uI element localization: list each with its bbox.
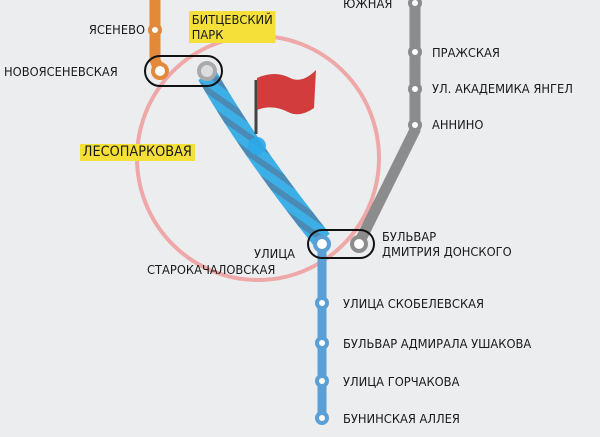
station-skobelevskaya <box>315 296 329 310</box>
transfer-novoyasenevskaya <box>144 55 223 87</box>
label-yasenevo: ЯСЕНЕВО <box>88 22 145 37</box>
station-lesoparkovaya <box>248 137 266 155</box>
label-dmitriya-donskogo-line1: БУЛЬВАР <box>382 229 437 244</box>
transfer-dmitriya-donskogo <box>307 229 375 259</box>
label-skobelevskaya: УЛИЦА СКОБЕЛЕВСКАЯ <box>343 296 484 311</box>
station-yasenevo <box>148 23 162 37</box>
label-akademika-yangelya: УЛ. АКАДЕМИКА ЯНГЕЛ <box>432 81 573 96</box>
station-markers <box>148 0 422 425</box>
label-gorchakova: УЛИЦА ГОРЧАКОВА <box>343 374 460 389</box>
label-bittsevsky-park-line2: ПАРК <box>191 27 224 42</box>
station-dmitriya-donskogo <box>350 235 368 253</box>
station-annino <box>408 118 422 132</box>
label-bittsevsky-park-line1: БИТЦЕВСКИЙ <box>191 12 273 27</box>
station-novoyasenevskaya <box>151 62 169 80</box>
label-novoyasenevskaya: НОВОЯСЕНЕВСКАЯ <box>4 64 118 79</box>
label-dmitriya-donskogo-line2: ДМИТРИЯ ДОНСКОГО <box>382 244 512 259</box>
station-admirala-ushakova <box>315 336 329 350</box>
label-annino: АННИНО <box>432 117 484 132</box>
label-yuzhnaya: ЮЖНАЯ <box>343 0 393 11</box>
label-admirala-ushakova: БУЛЬВАР АДМИРАЛА УШАКОВА <box>343 336 532 351</box>
station-akademika-yangelya <box>408 82 422 96</box>
station-buninskaya <box>315 411 329 425</box>
flag-icon <box>257 70 316 115</box>
label-buninskaya: БУНИНСКАЯ АЛЛЕЯ <box>343 411 460 426</box>
label-starokachalovskaya-line2: СТАРОКАЧАЛОВСКАЯ <box>147 262 276 277</box>
station-starokachalovskaya <box>313 235 331 253</box>
label-starokachalovskaya-line1: УЛИЦА <box>254 246 296 261</box>
station-gorchakova <box>315 374 329 388</box>
station-yuzhnaya <box>408 0 422 10</box>
station-prazhskaya <box>408 45 422 59</box>
station-bittsevsky-park <box>197 61 217 81</box>
label-prazhskaya: ПРАЖСКАЯ <box>432 45 500 60</box>
label-lesoparkovaya: ЛЕСОПАРКОВАЯ <box>80 144 195 161</box>
